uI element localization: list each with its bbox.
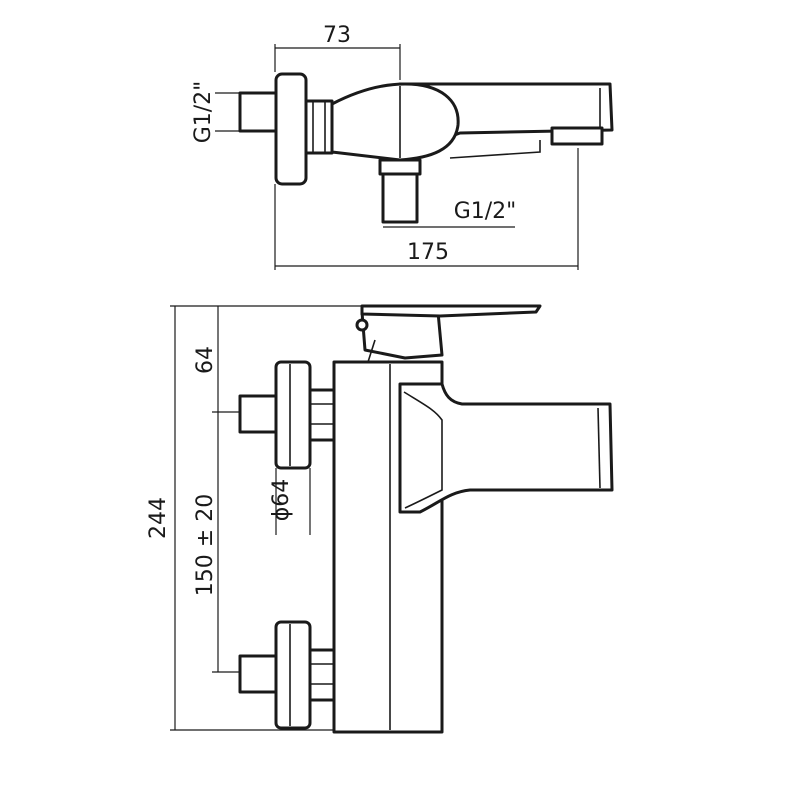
dim-64-label: 64 (193, 346, 218, 374)
lever-pivot (355, 318, 369, 332)
dimension-244: 244 (146, 305, 540, 731)
spout-aerator (550, 126, 604, 146)
outlet-pipe (381, 172, 419, 224)
outlet-connector (378, 158, 422, 176)
thread-outlet-label-group: G1/2" (383, 199, 517, 228)
dim-73-label: 73 (323, 23, 351, 48)
union-nut (304, 99, 334, 155)
upper-union-nut (308, 388, 336, 442)
upper-wall-pipe (238, 394, 278, 434)
top-view: 73 G1/2" G1/2" (191, 23, 614, 270)
wall-flange (274, 72, 308, 186)
lower-wall-flange (274, 620, 312, 730)
thread-outlet-label: G1/2" (454, 199, 517, 224)
dimension-150: 150 ± 20 (193, 412, 245, 673)
dimension-175: 175 (274, 148, 579, 270)
thread-wall-label: G1/2" (191, 81, 216, 144)
dim-175-label: 175 (407, 240, 449, 265)
mixer-body-top (330, 82, 460, 162)
lever-handle (360, 304, 542, 318)
lower-wall-pipe (238, 654, 278, 694)
spout-front (398, 382, 614, 514)
lower-union-nut (308, 648, 336, 702)
dim-150-label: 150 ± 20 (193, 494, 218, 596)
dimension-64: 64 (193, 306, 245, 413)
thread-wall-label-group: G1/2" (191, 81, 245, 144)
dimension-73: 73 (274, 23, 401, 80)
wall-inlet-pipe (238, 91, 278, 133)
front-view: 244 64 150 ± 20 ϕ64 (146, 304, 614, 734)
lever-cartridge (360, 310, 444, 360)
dim-244-label: 244 (146, 497, 171, 539)
upper-wall-flange (274, 360, 312, 470)
dimension-diameter-64: ϕ64 (269, 468, 311, 535)
dim-diameter-label: ϕ64 (269, 479, 294, 522)
